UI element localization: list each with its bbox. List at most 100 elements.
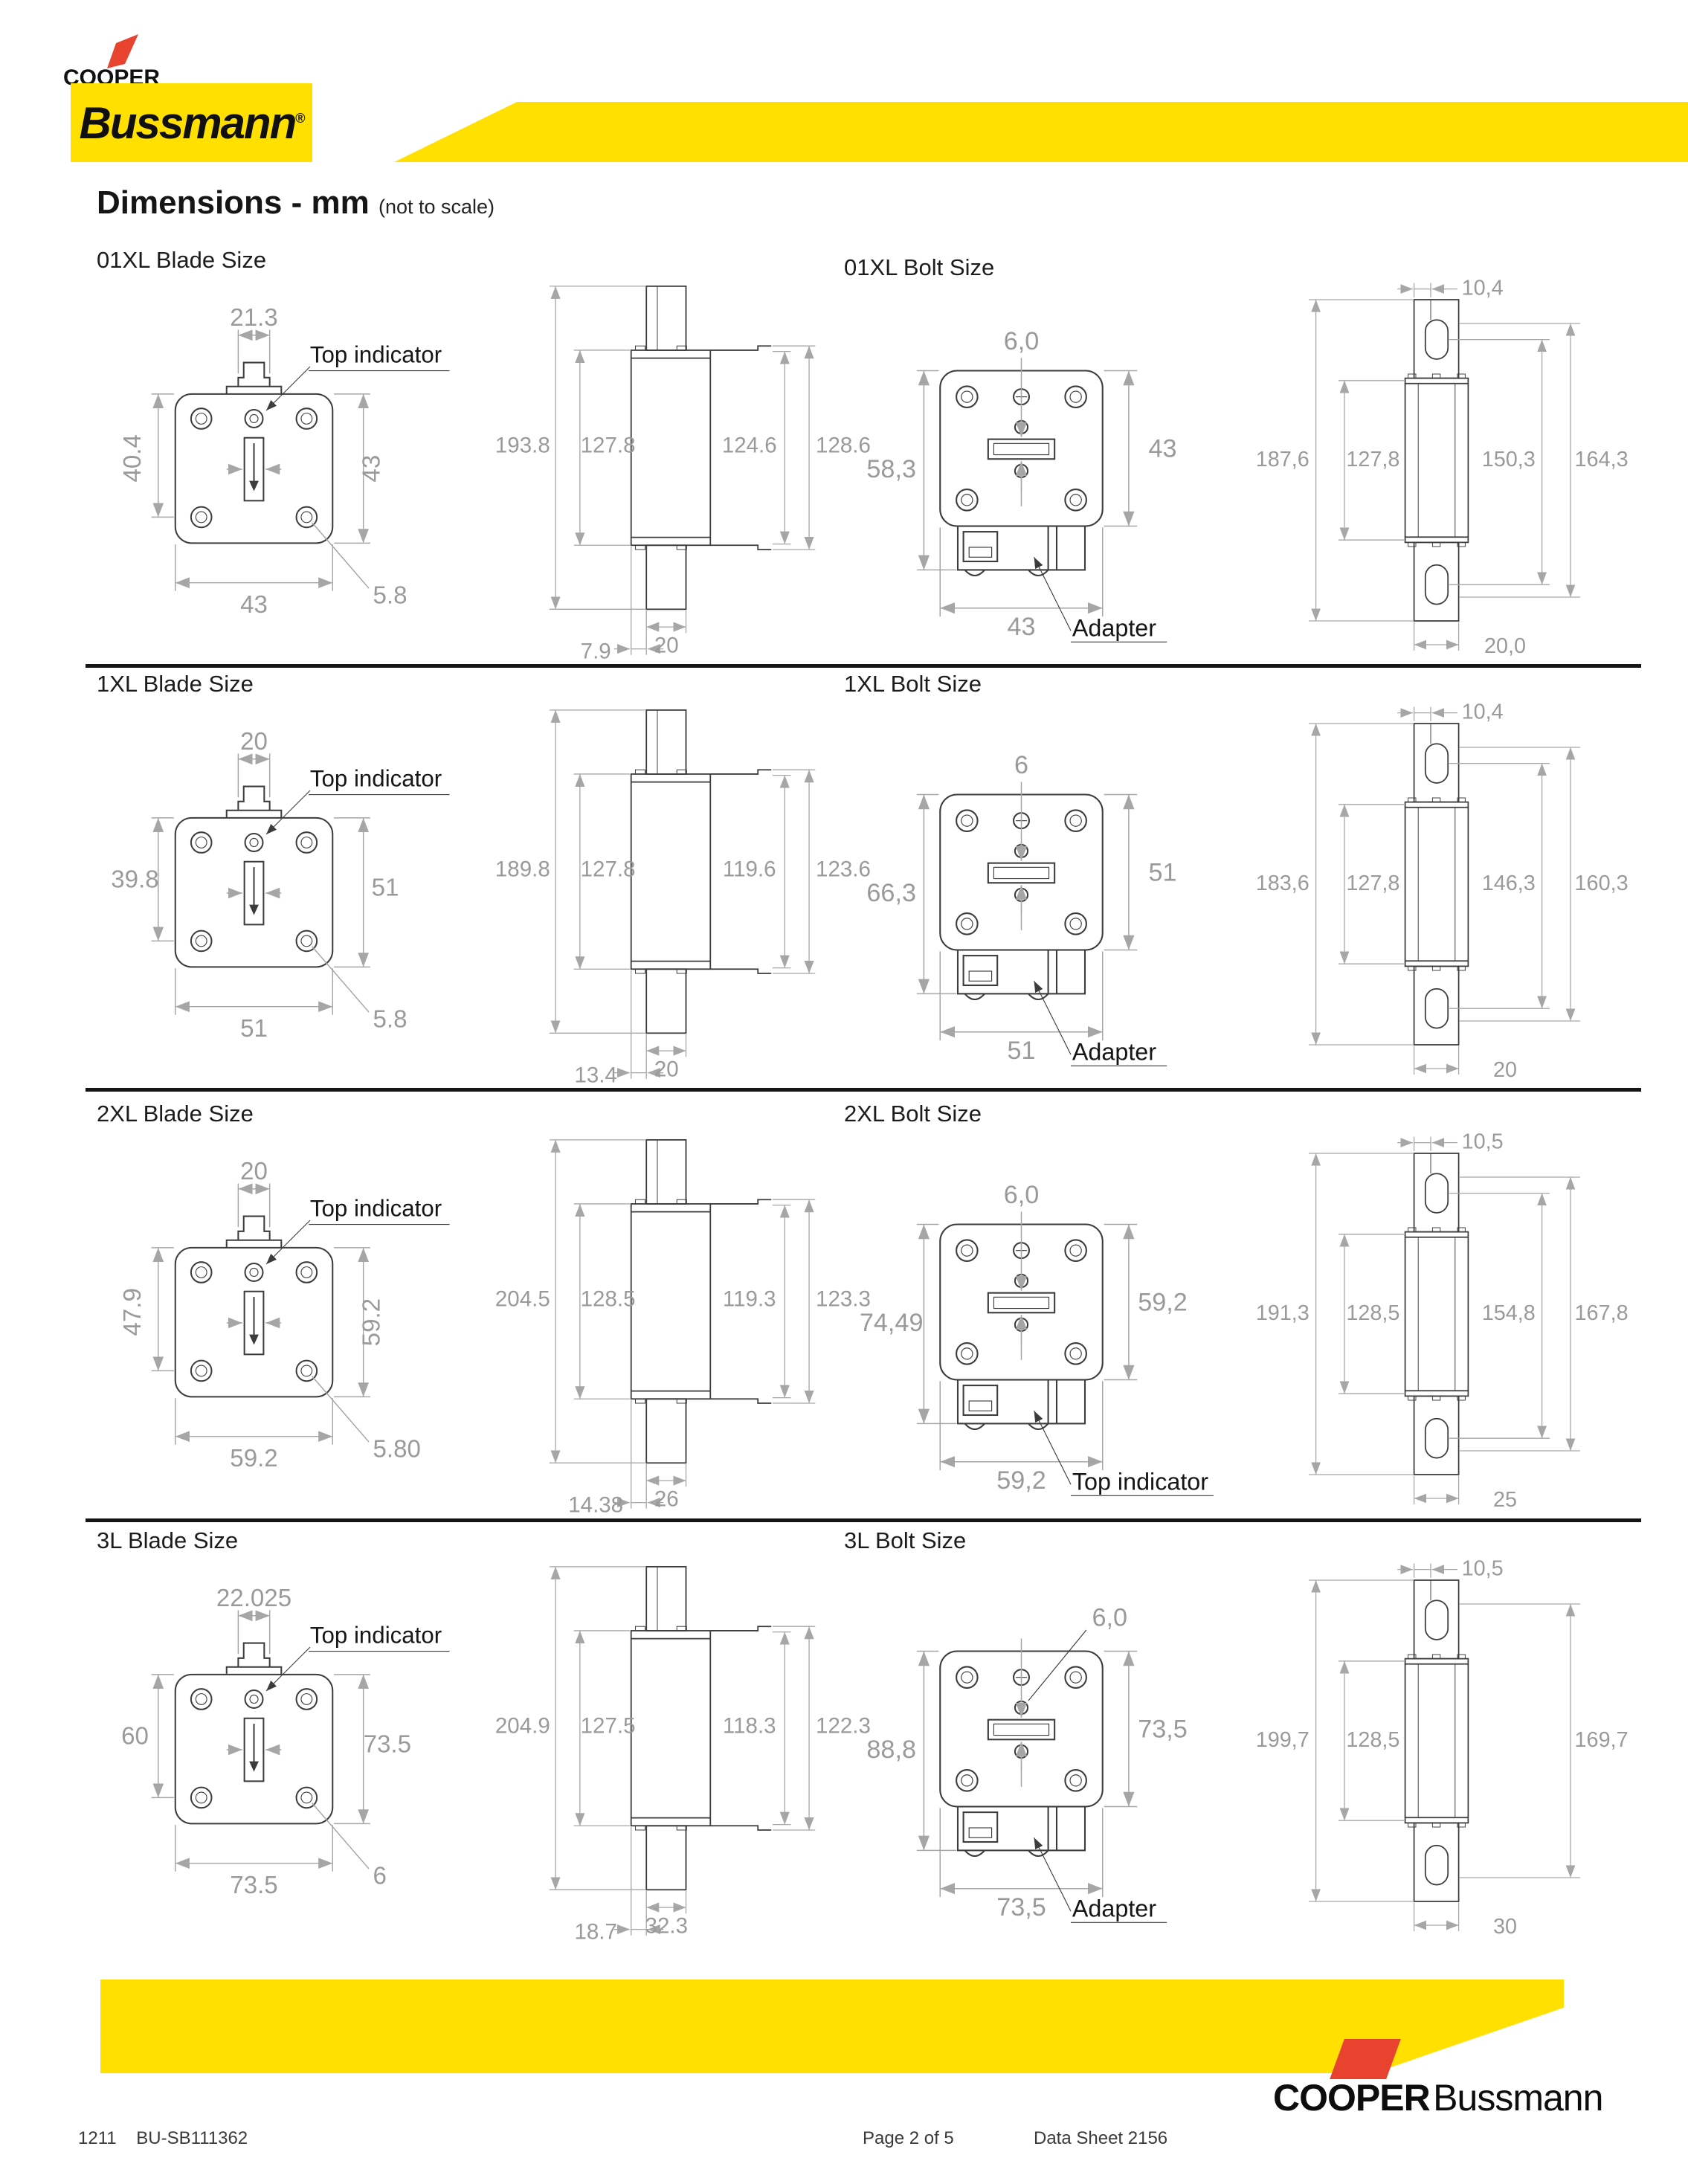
- dim-hole: 5.80: [373, 1435, 421, 1463]
- blade-front-drawing: 20 39.8 51 51 5.8 Top indicator: [111, 728, 480, 1043]
- section-divider: [86, 664, 1641, 668]
- top-indicator-label: Top indicator: [310, 1623, 442, 1649]
- section-title-01xl-bolt: 01XL Bolt Size: [844, 254, 995, 280]
- dim-right: 51: [1148, 858, 1176, 886]
- dim-left: 66,3: [866, 879, 916, 907]
- blade-side-drawing: 204.9 127.5 118.3 122.3 32.3 18.7: [495, 1539, 871, 1942]
- footer-brand-bussmann: Bussmann: [1433, 2077, 1603, 2119]
- header-yellow-banner: [394, 102, 1688, 162]
- dim-left: 60: [121, 1723, 149, 1750]
- page-title-note: (not to scale): [378, 196, 495, 218]
- dim-outer: 169,7: [1575, 1728, 1629, 1752]
- dim-left: 58,3: [866, 455, 916, 483]
- dim-pin: 6,0: [1004, 1181, 1040, 1209]
- dim-body: 127.8: [581, 434, 636, 458]
- footer-yellow-band: [100, 1980, 1564, 2073]
- bolt-side-drawing: 10,5 199,7 128,5 169,7 30: [1256, 1557, 1629, 1939]
- dim-pin: 6,0: [1092, 1603, 1128, 1631]
- blade-side-drawing: 189.8 127.8 119.6 123.6 20 13.4: [495, 683, 871, 1085]
- dim-inner: 124.6: [722, 434, 777, 458]
- dim-left: 47.9: [119, 1288, 146, 1336]
- dim-body: 127,8: [1346, 872, 1399, 895]
- top-indicator-label: Top indicator: [310, 766, 442, 792]
- bussmann-logo-box: Bussmann®: [71, 83, 312, 162]
- blade-side-drawing: 193.8 127.8 124.6 128.6 20 7.9: [495, 259, 871, 661]
- section-title-3l-blade: 3L Blade Size: [97, 1527, 239, 1553]
- footer-brand-logo: COOPER Bussmann: [1273, 2076, 1603, 2119]
- section-title-3l-bolt: 3L Bolt Size: [844, 1527, 967, 1553]
- dim-bottom: 73,5: [996, 1893, 1046, 1922]
- dim-body: 128,5: [1346, 1728, 1399, 1752]
- blade-side-drawing: 204.5 128.5 119.3 123.3 26 14.38: [495, 1112, 871, 1515]
- dim-right: 51: [372, 874, 399, 902]
- dim-top: 21.3: [230, 304, 277, 332]
- bolt-side-drawing: 10,5 191,3 128,5 154,8 167,8 25: [1256, 1130, 1629, 1513]
- dim-top: 22.025: [216, 1585, 291, 1612]
- dim-bottom: 43: [1007, 613, 1035, 641]
- registered-mark: ®: [295, 110, 305, 126]
- top-indicator-label: Top indicator: [1072, 1469, 1208, 1495]
- dim-total: 204.5: [495, 1287, 550, 1312]
- adapter-label: Adapter: [1072, 1895, 1156, 1922]
- dim-offset: 14.38: [568, 1493, 623, 1515]
- bolt-front-drawing: 6,0 74,49 59,2 59,2 Top indicator: [860, 1181, 1214, 1496]
- dim-total: 191,3: [1256, 1301, 1310, 1325]
- dim-right: 43: [358, 455, 386, 483]
- dim-outer: 122.3: [816, 1714, 871, 1739]
- dim-tang: 26: [654, 1487, 679, 1512]
- section-title-2xl-blade: 2XL Blade Size: [97, 1101, 254, 1127]
- blade-front-drawing: 22.025 60 73.5 73.5 6 Top indicator: [121, 1585, 480, 1899]
- dim-left: 74,49: [860, 1309, 924, 1337]
- dim-bottom: 51: [1007, 1037, 1035, 1065]
- footer-doc-code: 1211 BU-SB111362: [78, 2128, 248, 2148]
- dim-body: 128.5: [581, 1287, 636, 1312]
- dim-inner: 119.3: [723, 1287, 776, 1312]
- dim-offset: 7.9: [581, 640, 611, 661]
- dim-outer: 123.6: [816, 857, 871, 882]
- dim-outer: 167,8: [1575, 1301, 1629, 1325]
- adapter-label: Adapter: [1072, 615, 1156, 642]
- dim-inner: 119.6: [723, 857, 776, 882]
- dim-top: 20: [240, 728, 268, 756]
- dim-total: 204.9: [495, 1714, 550, 1739]
- section-3l: 3L Blade Size 3L Bolt Size 22.025 60 73.…: [86, 1526, 1688, 1946]
- dim-inner: 146,3: [1482, 872, 1536, 895]
- dim-inner: 118.3: [723, 1714, 776, 1739]
- dim-total: 199,7: [1256, 1728, 1310, 1752]
- dim-total: 183,6: [1256, 872, 1310, 895]
- dim-pin: 6,0: [1004, 327, 1040, 355]
- adapter-label: Adapter: [1072, 1039, 1156, 1066]
- dim-tang: 20: [654, 634, 679, 658]
- bolt-side-drawing: 10,4 183,6 127,8 146,3 160,3 20: [1256, 700, 1629, 1083]
- dim-lug: 10,4: [1462, 700, 1504, 724]
- dim-body: 127.5: [581, 1714, 636, 1739]
- dim-lug: 10,4: [1462, 277, 1504, 300]
- dim-offset: 13.4: [574, 1063, 616, 1085]
- section-title-01xl-blade: 01XL Blade Size: [97, 247, 267, 273]
- dim-right: 59.2: [358, 1298, 386, 1346]
- dim-hole: 6: [373, 1862, 387, 1890]
- dim-outer: 164,3: [1575, 448, 1629, 471]
- section-divider: [86, 1088, 1641, 1092]
- dim-bottom-lug: 30: [1493, 1915, 1517, 1939]
- dim-bottom: 43: [240, 591, 268, 619]
- section-title-1xl-blade: 1XL Blade Size: [97, 671, 254, 697]
- footer-datasheet-number: Data Sheet 2156: [1034, 2128, 1168, 2148]
- dim-inner: 154,8: [1482, 1301, 1536, 1325]
- dim-lug: 10,5: [1462, 1557, 1504, 1581]
- top-indicator-label: Top indicator: [310, 342, 442, 368]
- dim-right: 59,2: [1138, 1288, 1188, 1316]
- dim-left: 88,8: [866, 1736, 916, 1764]
- top-indicator-label: Top indicator: [310, 1196, 442, 1222]
- dim-pin: 6: [1014, 751, 1028, 779]
- dim-inner: 150,3: [1482, 448, 1536, 471]
- dim-right: 73,5: [1138, 1715, 1188, 1743]
- dim-tang: 32.3: [645, 1914, 688, 1939]
- footer-page-number: Page 2 of 5: [863, 2128, 954, 2148]
- section-title-1xl-bolt: 1XL Bolt Size: [844, 671, 982, 697]
- dim-body: 128,5: [1346, 1301, 1399, 1325]
- section-divider: [86, 1518, 1641, 1522]
- dim-hole: 5.8: [373, 582, 407, 609]
- dim-lug: 10,5: [1462, 1130, 1504, 1154]
- dim-left: 39.8: [111, 866, 158, 894]
